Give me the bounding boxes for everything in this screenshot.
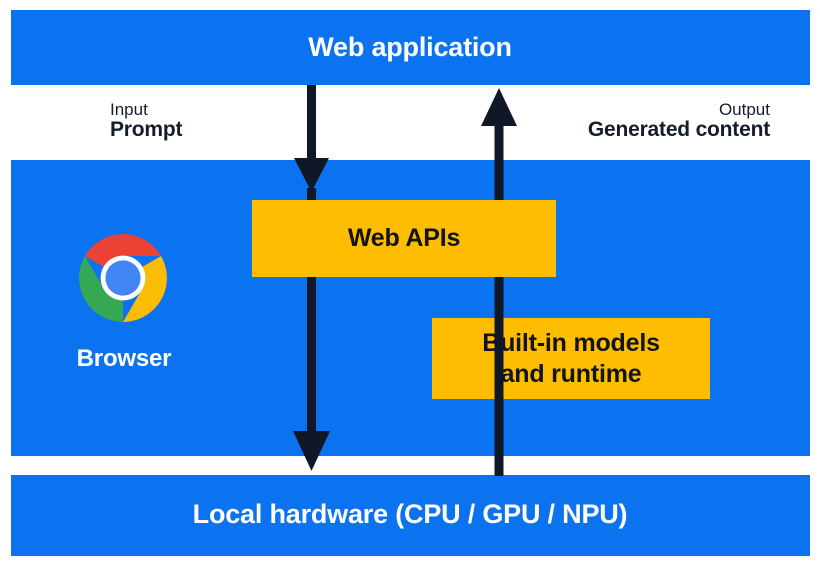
output-annotation: Output Generated content <box>587 100 770 142</box>
input-headline: Prompt <box>110 118 183 142</box>
built-in-models-line2: and runtime <box>500 359 642 388</box>
web-apis-box[interactable]: Web APIs <box>252 200 556 277</box>
web-apis-label: Web APIs <box>347 224 461 252</box>
input-kicker: Input <box>110 100 148 119</box>
local-hardware-label: Local hardware (CPU / GPU / NPU) <box>192 499 628 529</box>
browser-caption: Browser <box>76 345 172 372</box>
web-application-label: Web application <box>308 32 512 62</box>
chrome-logo-icon <box>79 234 167 322</box>
band-web-application <box>11 10 810 85</box>
built-in-models-line1: Built-in models <box>482 329 660 357</box>
built-in-models-box[interactable]: Built-in models and runtime <box>432 318 710 399</box>
input-annotation: Input Prompt <box>110 100 183 142</box>
band-local-hardware <box>11 475 810 556</box>
output-headline: Generated content <box>587 118 770 142</box>
output-kicker: Output <box>718 100 770 119</box>
